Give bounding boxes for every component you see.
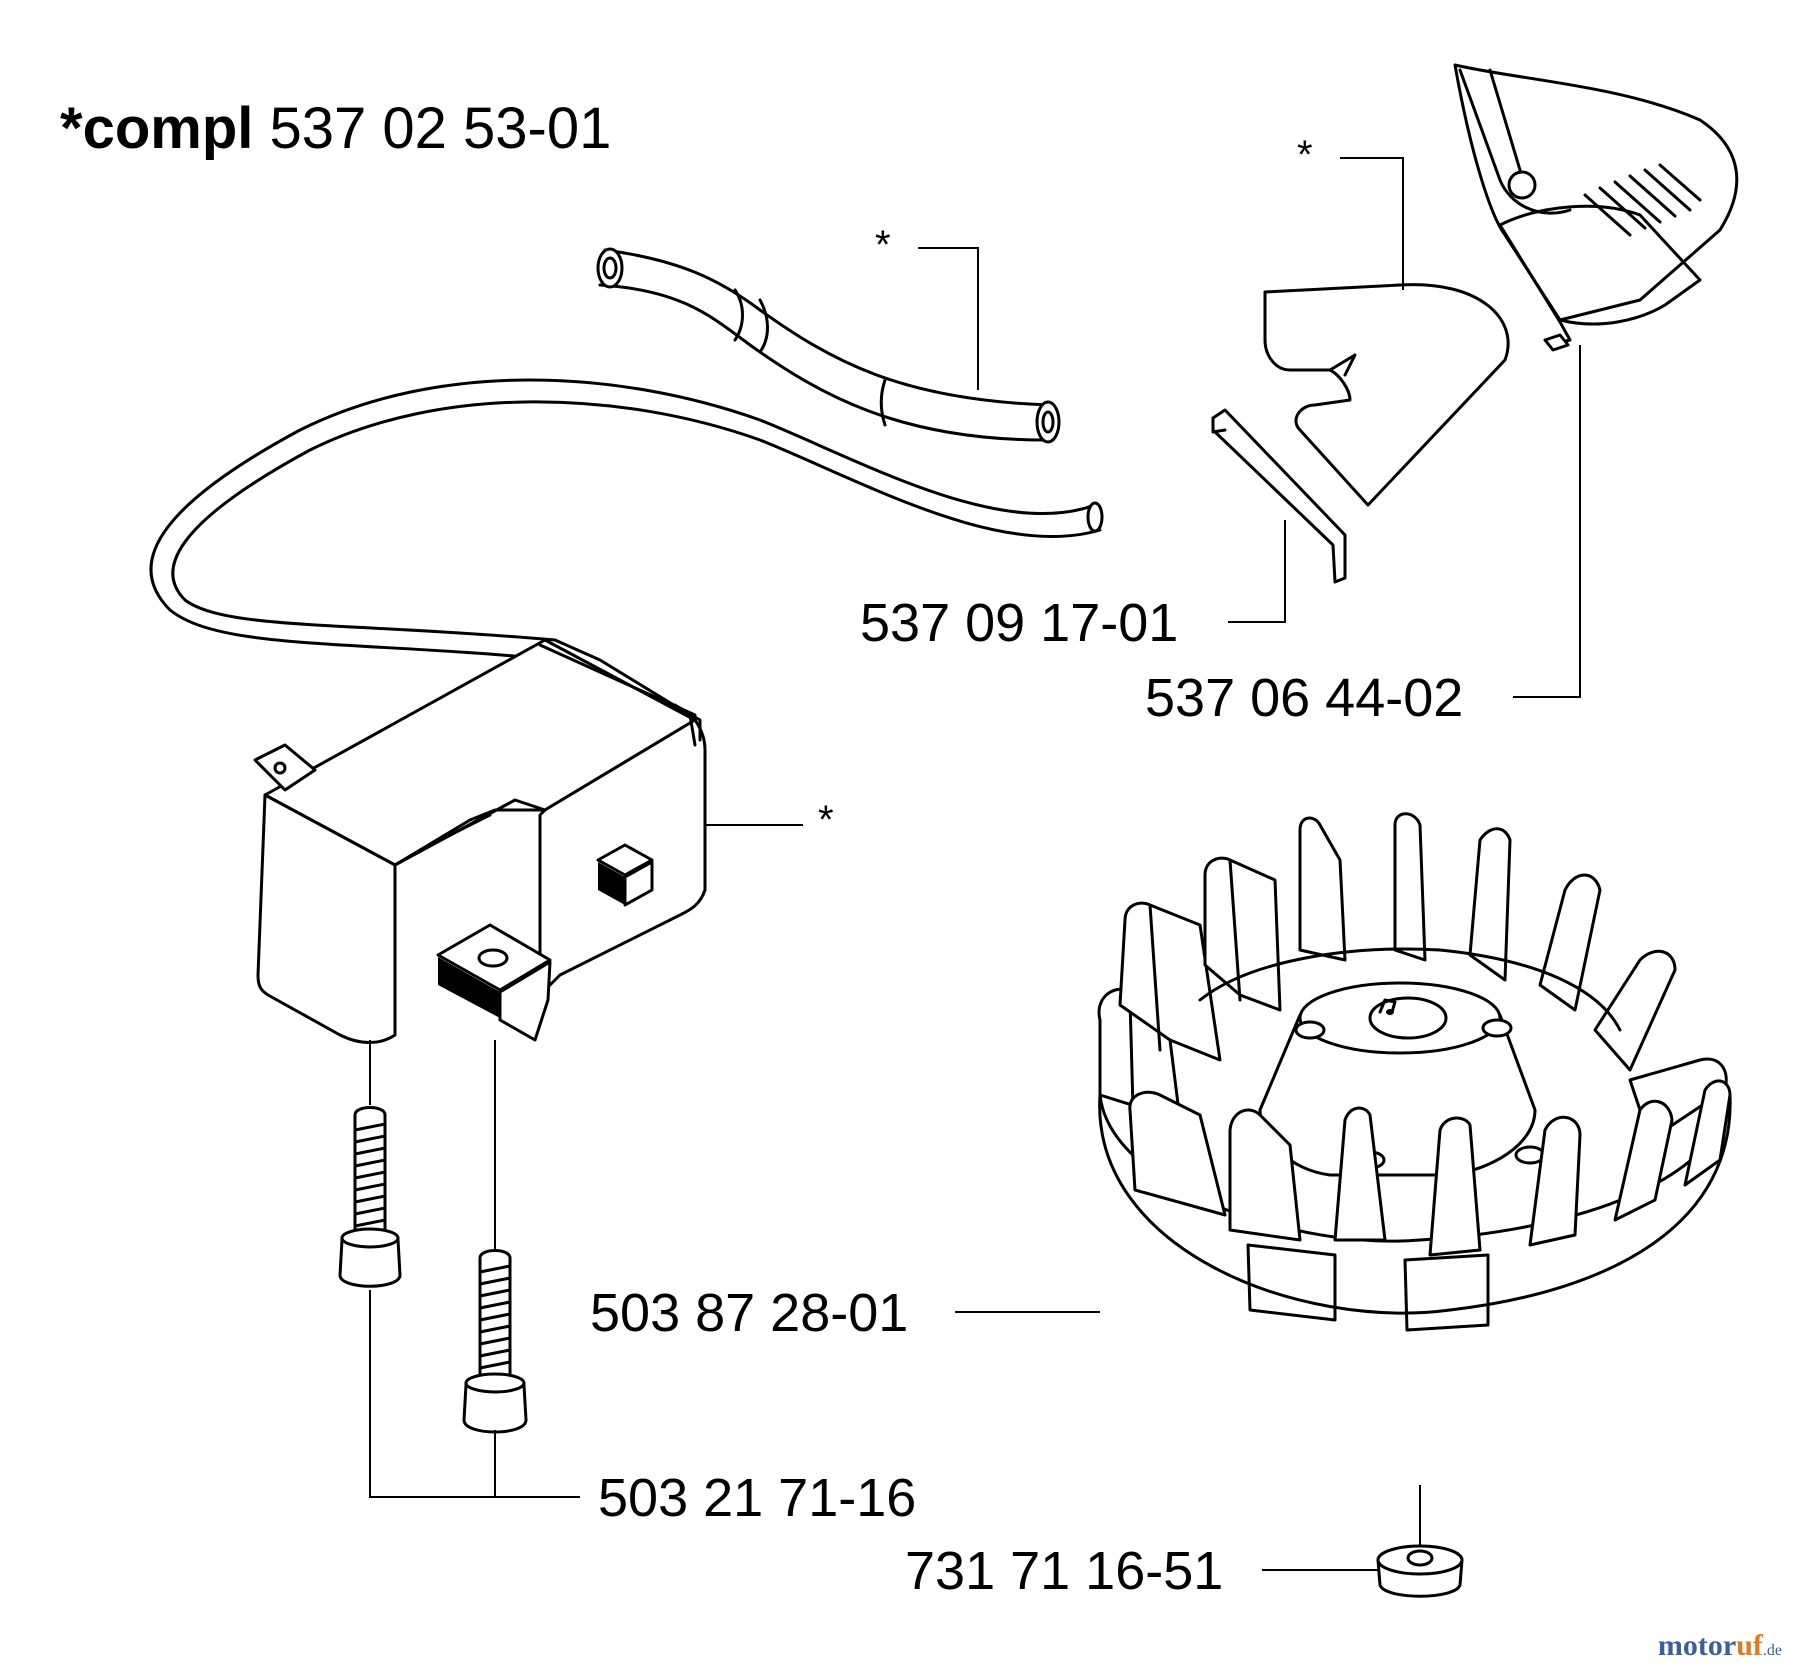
label-flywheel: 503 87 28-01 <box>590 1283 909 1343</box>
label-spark-plug-cover: 537 06 44-02 <box>1145 668 1464 728</box>
ignition-cable <box>149 378 1104 662</box>
asterisk-module: * <box>818 798 834 842</box>
watermark-part-c: .de <box>1762 1642 1782 1659</box>
label-nut: 731 71 16-51 <box>905 1541 1224 1601</box>
ignition-module <box>253 638 707 1044</box>
cylinder-cover <box>1453 63 1739 352</box>
screw-left <box>338 1106 402 1288</box>
asterisk-cover: * <box>1297 133 1313 177</box>
asterisk-hose: * <box>875 223 891 267</box>
protective-hose <box>596 247 1061 444</box>
assembly-title: *compl 537 02 53-01 <box>60 100 611 158</box>
leader-lines <box>369 157 1581 1571</box>
label-screws: 503 21 71-16 <box>598 1468 917 1528</box>
watermark-logo: motoruf.de <box>1658 1631 1782 1661</box>
label-spark-plug-clip: 537 09 17-01 <box>860 593 1179 653</box>
title-part-number: 537 02 53-01 <box>269 96 612 161</box>
spark-plug-cover <box>1263 283 1510 507</box>
watermark-part-a: motor <box>1657 1629 1737 1662</box>
flange-nut <box>1376 1544 1464 1598</box>
spark-plug-clip <box>1211 408 1347 584</box>
watermark-part-b: uf <box>1736 1629 1763 1662</box>
flywheel <box>1097 812 1732 1332</box>
title-prefix: *compl <box>60 96 254 161</box>
screw-right <box>462 1249 528 1434</box>
